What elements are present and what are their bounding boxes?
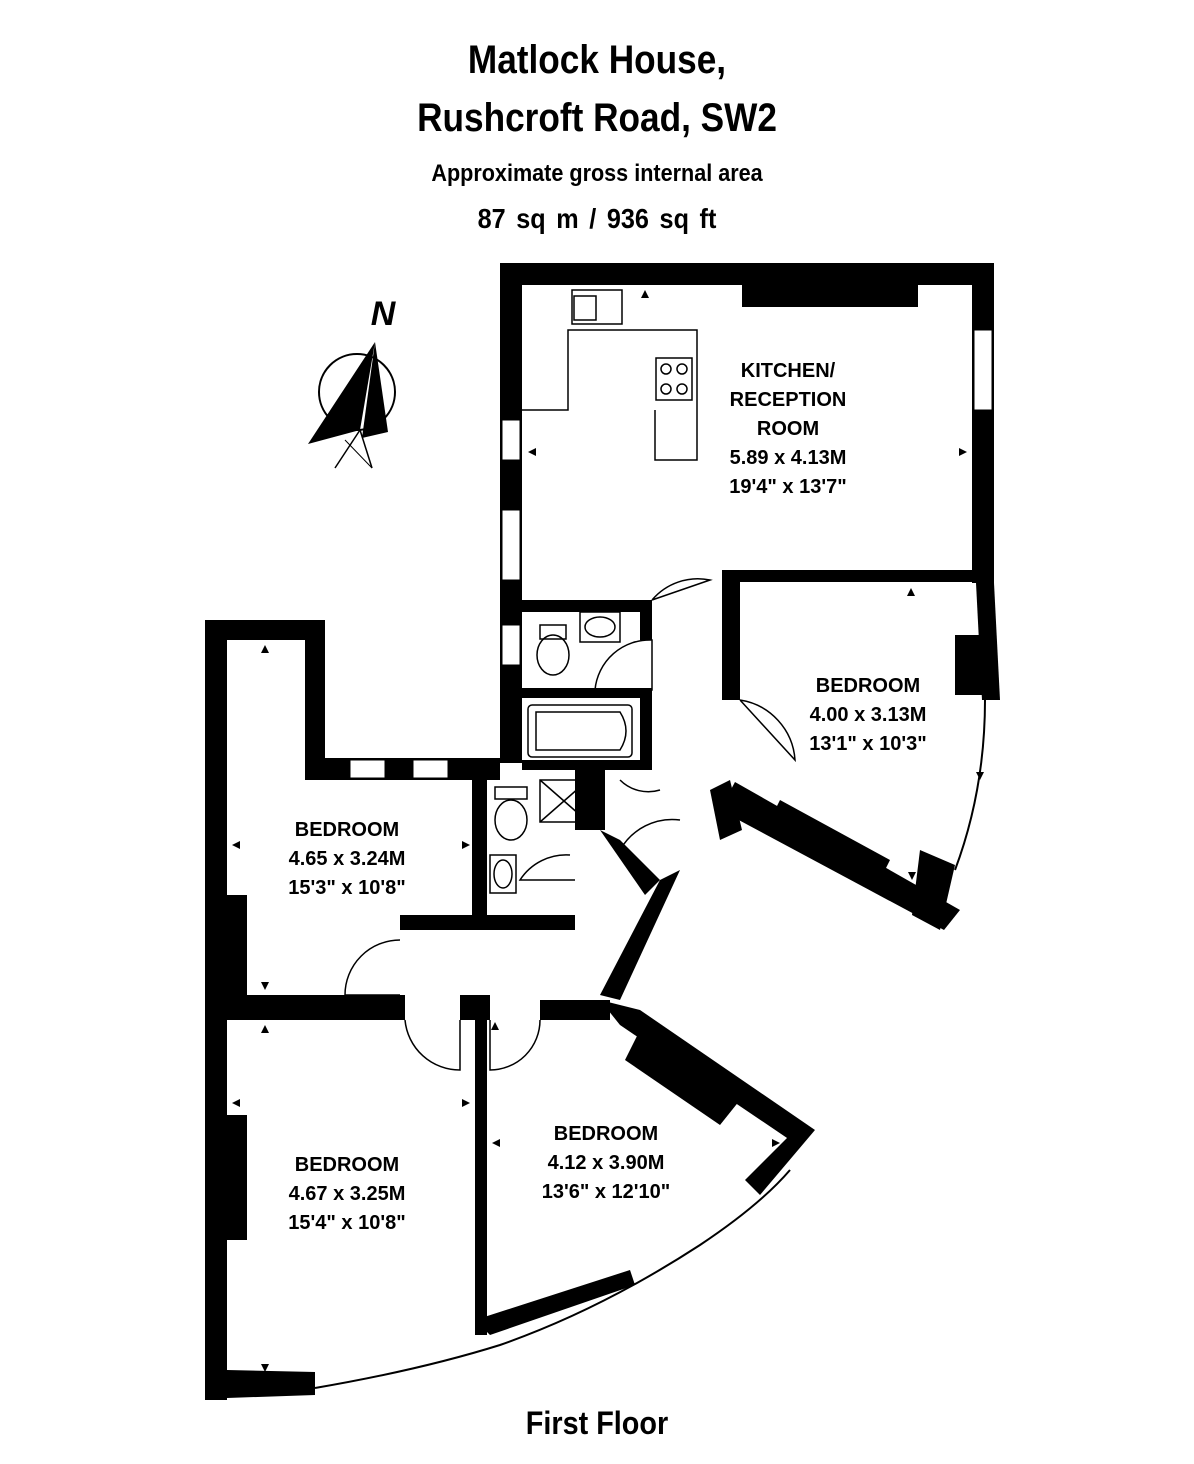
hob-icon: [655, 357, 693, 401]
room-bedroom-s: BEDROOM 4.12 x 3.90M 13'6" x 12'10": [542, 1123, 671, 1203]
windows: [314, 329, 993, 1389]
room-dimensions-imperial: 13'6" x 12'10": [542, 1181, 671, 1203]
room-name: BEDROOM: [554, 1123, 658, 1145]
address-line-2: Rushcroft Road, SW2: [417, 96, 777, 140]
room-dimensions-metric: 4.00 x 3.13M: [810, 704, 927, 726]
north-arrow-icon: N: [308, 295, 397, 469]
toilet-icon: [494, 799, 528, 841]
address-line-1: Matlock House,: [467, 38, 727, 82]
dimension-markers: [232, 290, 984, 1372]
room-dimensions-metric: 5.89 x 4.13M: [730, 447, 847, 469]
room-dimensions-imperial: 19'4" x 13'7": [729, 476, 846, 498]
bath-icon: [527, 704, 633, 758]
north-label: N: [371, 295, 397, 333]
room-kitchen-reception: KITCHEN/ RECEPTION ROOM 5.89 x 4.13M 19'…: [729, 360, 846, 498]
room-dimensions-imperial: 13'1" x 10'3": [809, 733, 926, 755]
area-value: 87 sq m / 936 sq ft: [477, 203, 717, 234]
room-dimensions-imperial: 15'4" x 10'8": [288, 1212, 405, 1234]
room-dimensions-metric: 4.65 x 3.24M: [289, 848, 406, 870]
room-name: BEDROOM: [295, 1154, 399, 1176]
room-dimensions-imperial: 15'3" x 10'8": [288, 877, 405, 899]
room-dimensions-metric: 4.67 x 3.25M: [289, 1183, 406, 1205]
room-name-line3: ROOM: [757, 418, 819, 440]
floor-label: First Floor: [525, 1405, 669, 1441]
shower-icon: [539, 779, 589, 823]
room-name: BEDROOM: [816, 675, 920, 697]
room-bedroom-w-lower: BEDROOM 4.67 x 3.25M 15'4" x 10'8": [288, 1154, 405, 1234]
room-dimensions-metric: 4.12 x 3.90M: [548, 1152, 665, 1174]
fixtures: [489, 289, 698, 894]
doors: [344, 578, 796, 1071]
room-name: BEDROOM: [295, 819, 399, 841]
area-caption: Approximate gross internal area: [431, 160, 763, 187]
room-bedroom-ne: BEDROOM 4.00 x 3.13M 13'1" x 10'3": [809, 675, 926, 755]
basin-icon: [493, 859, 513, 889]
room-name-line1: KITCHEN/: [741, 360, 836, 382]
basin-icon: [584, 616, 616, 638]
room-name-line2: RECEPTION: [730, 389, 847, 411]
sink-icon: [571, 289, 623, 325]
toilet-icon: [539, 624, 567, 640]
room-bedroom-w-upper: BEDROOM 4.65 x 3.24M 15'3" x 10'8": [288, 819, 405, 899]
